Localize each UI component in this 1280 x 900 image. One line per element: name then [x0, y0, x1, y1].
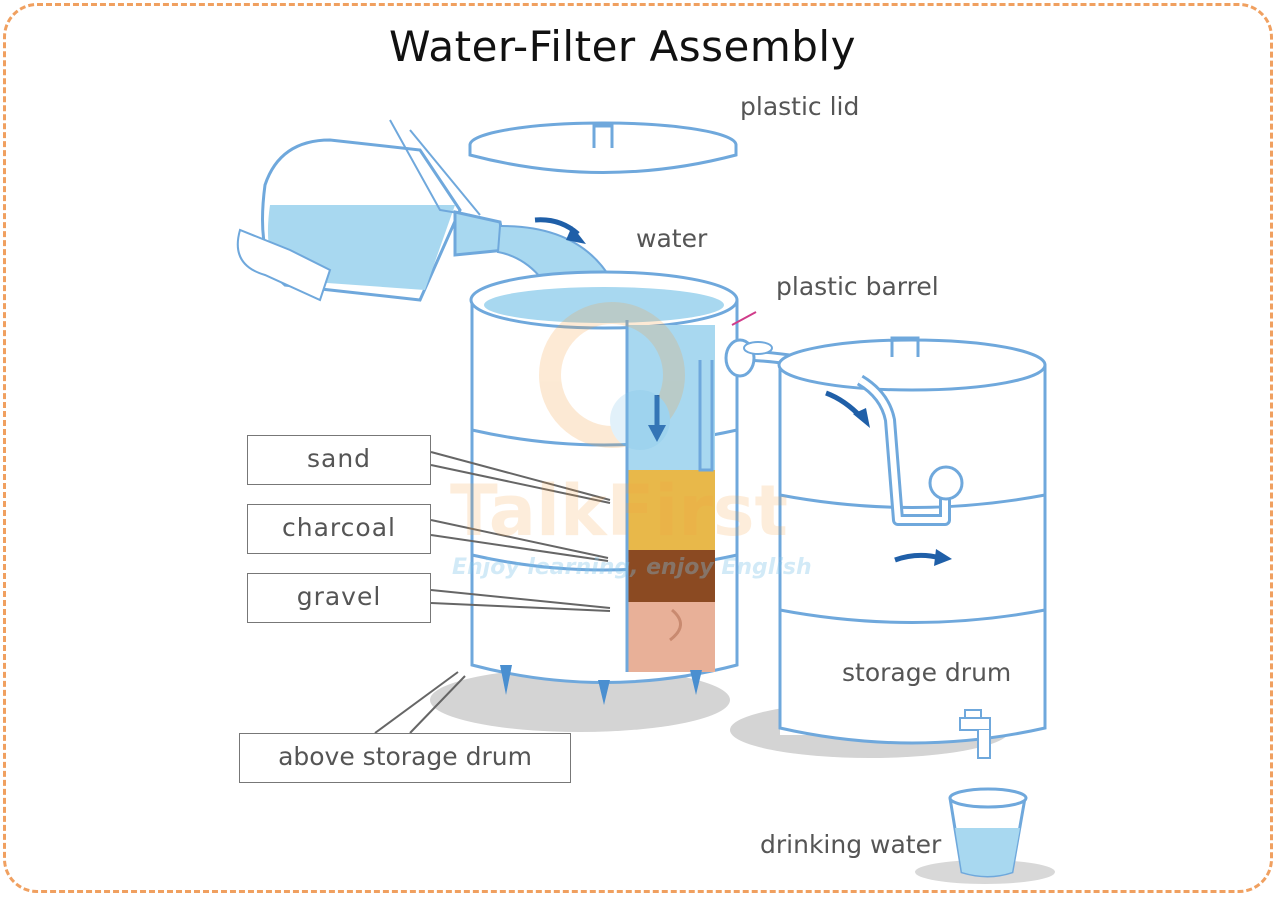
down-arrow-icon: [648, 395, 666, 442]
storage-drum-label: storage drum: [842, 658, 1012, 687]
drinking-glass-shape: [948, 787, 1028, 878]
pour-arrow-icon: [534, 217, 586, 244]
water-jug-shape: [236, 119, 507, 302]
plastic-barrel-label: plastic barrel: [776, 272, 939, 301]
charcoal-leader-lines: [430, 519, 609, 562]
above-storage-drum-leader-lines: [374, 671, 466, 734]
gravel-leader-lines: [430, 589, 611, 612]
charcoal-label-box: charcoal: [247, 504, 431, 554]
sand-leader-lines: [430, 451, 611, 504]
gravel-label-box: gravel: [247, 573, 431, 623]
watermark-logo: [539, 302, 685, 450]
drinking-water-label: drinking water: [760, 830, 942, 859]
sand-label-box: sand: [247, 435, 431, 485]
plastic-lid-shape: [468, 121, 738, 174]
plastic-barrel-pointer: [731, 311, 757, 326]
plastic-lid-label: plastic lid: [740, 92, 860, 121]
drum-flow-arrow-icon: [825, 390, 870, 428]
storage-drum-shape: [777, 336, 1047, 759]
outflow-arrow-icon: [894, 549, 952, 566]
diagram-title: Water-Filter Assembly: [389, 22, 856, 71]
water-label: water: [636, 224, 708, 253]
plastic-barrel-shape: [469, 270, 739, 705]
above-storage-drum-label-box: above storage drum: [239, 733, 571, 783]
page-frame: [3, 3, 1273, 893]
